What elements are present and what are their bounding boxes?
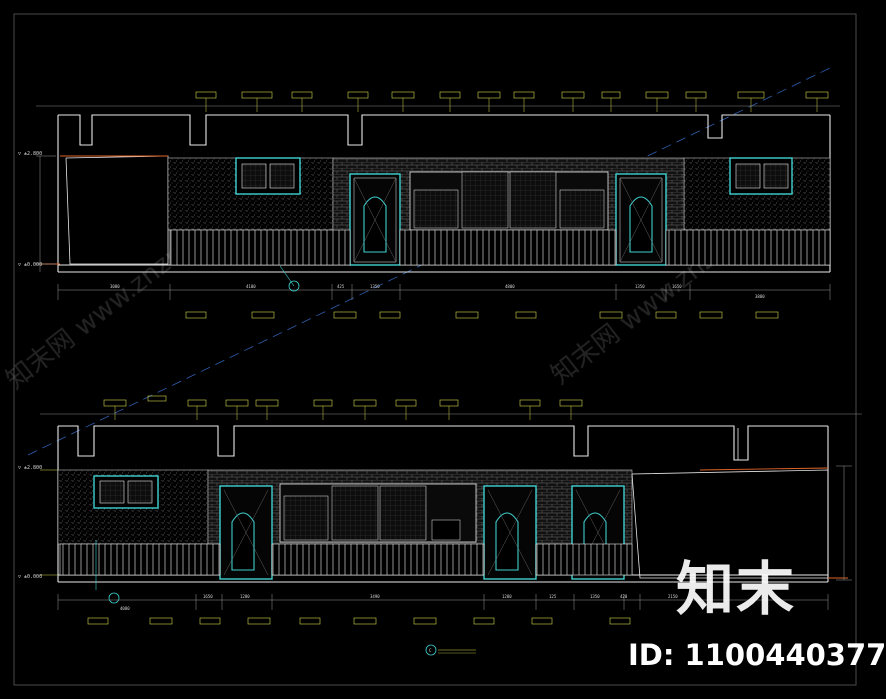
top-railing-right [665,229,831,266]
bottom-window [93,475,159,509]
bottom-central-panels [279,483,477,543]
bottom-dim-7: 1350 [590,594,600,599]
bottom-dimension-chain [57,594,829,610]
top-window-left [235,157,301,195]
bottom-dim-2: 1650 [203,594,213,599]
dashed-guide-line [27,67,831,456]
bottom-door-2 [483,485,537,580]
top-door-left [349,173,401,266]
top-bottom-tags [185,311,779,319]
bottom-dim-6: 125 [549,594,557,599]
bottom-door-1 [219,485,273,580]
top-railing-left [169,229,351,266]
bottom-bottom-tags [87,617,631,625]
top-left-bay [65,155,169,265]
bottom-level-label-bottom: ▽ ±0.000 [18,574,42,580]
bottom-railing-left [59,543,221,576]
drawing-frame [13,13,857,686]
top-dim-1: 3080 [110,284,120,289]
bottom-dim-4: 3490 [370,594,380,599]
top-label-tags [195,91,829,99]
bottom-railing-mid [271,543,485,576]
section-symbol-circle [425,644,437,656]
bottom-vertical-dimension [836,465,852,581]
top-dim-5: 4800 [505,284,515,289]
top-dim-8: 3880 [755,294,765,299]
top-central-panels [409,171,609,231]
bottom-label-tags [103,395,583,407]
section-symbol-letter: C [429,648,432,653]
bottom-dim-8: 420 [620,594,628,599]
top-door-right [615,173,667,266]
top-dimension-chain [57,284,831,300]
top-level-label-bottom: ▽ ±0.000 [18,262,42,268]
bottom-level-label-top: ▽ ±2.800 [18,465,42,471]
top-leaders [205,98,818,112]
bottom-dim-9: 2150 [668,594,678,599]
top-section-marker [288,280,300,292]
bottom-dim-1: 4080 [120,606,130,611]
top-dim-6: 1350 [635,284,645,289]
bottom-level-line [699,467,829,471]
bottom-leaders [114,406,572,420]
top-railing-mid [399,229,617,266]
elevation-bottom: ▽ ±2.800 ▽ ±0.000 4080 1650 1280 3490 12… [18,395,862,656]
top-level-label-top: ▽ ±2.800 [18,151,42,157]
watermark-brand: 知末 [676,555,797,623]
top-dim-3: 425 [337,284,345,289]
watermark-id: ID: 1100440377 [628,638,886,672]
top-vertical-dimension [36,155,56,272]
elevation-top: ▽ ±2.800 ▽ ±0.000 3080 4100 425 1350 480… [18,91,840,319]
top-dim-4: 1350 [370,284,380,289]
bottom-dim-5: 1280 [502,594,512,599]
top-window-right [729,157,793,195]
top-dim-2: 4100 [246,284,256,289]
top-dim-7: 1650 [672,284,682,289]
bottom-dim-3: 1280 [240,594,250,599]
bottom-marker-left [108,592,120,604]
bottom-railing-right [535,543,633,576]
